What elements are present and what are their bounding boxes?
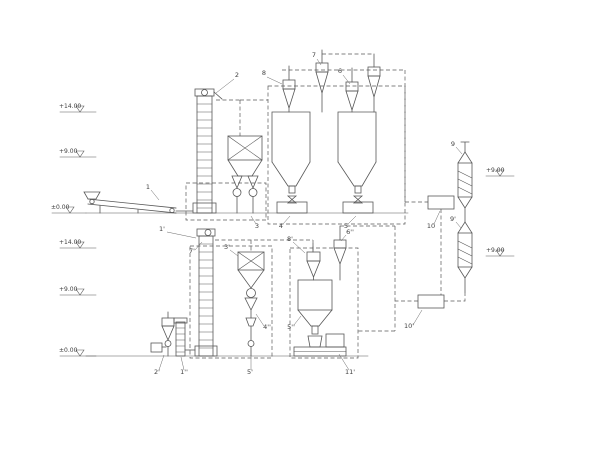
control-box-lower	[417, 294, 445, 309]
elevation-markers	[51, 105, 515, 357]
equipment-label: 5''	[287, 323, 295, 331]
elevation-label: ±0.00	[59, 347, 78, 354]
bag-icon	[307, 335, 323, 348]
equipment-leader-lines	[150, 58, 463, 371]
elevation-label: ±0.00	[51, 204, 70, 211]
storage-bin-b	[337, 111, 377, 214]
valve-icon	[286, 195, 298, 204]
equipment-label: 9	[451, 140, 455, 148]
elevation-labels: +14.00 +9.00 ±0.00 +14.00 +9.00 ±0.00 +9…	[51, 103, 505, 354]
equipment-label: 6''	[346, 228, 354, 236]
equipment-labels: 1 2 8 7 6 3 4 5 9 9' 10 10' 1' 7' 3' 8' …	[146, 51, 456, 376]
vessel-upper	[457, 141, 473, 223]
elevation-label: +9.00	[59, 148, 78, 155]
cleaner-lower	[237, 251, 265, 357]
equipment-label: 8	[262, 69, 266, 77]
equipment-label: 5'	[247, 368, 253, 376]
bagging-enclosure	[289, 247, 359, 359]
equipment-label: 11'	[345, 368, 355, 376]
storage-bin-a	[271, 111, 311, 214]
equipment-label: 7'	[189, 247, 195, 255]
lower-enclosure	[189, 245, 273, 359]
equipment-label: 1'	[159, 225, 165, 233]
equipment-label: 3	[255, 222, 259, 230]
equipment-label: 9'	[450, 215, 456, 223]
equipment-label: 4	[279, 222, 283, 230]
equipment-label: 8'	[287, 235, 293, 243]
equipment-label: 3'	[224, 243, 230, 251]
aux-cyclone-group	[150, 311, 196, 357]
bucket-elevator-upper	[192, 88, 223, 214]
bin-room-enclosure	[267, 85, 406, 225]
bucket-elevator-lower	[194, 228, 218, 357]
equipment-label: 1	[146, 183, 150, 191]
equipment-label: 6	[338, 67, 342, 75]
elevation-label: +9.00	[486, 167, 505, 174]
control-box-upper	[427, 195, 455, 210]
level-triangle-icon	[65, 105, 505, 357]
cyclone-filters	[282, 49, 381, 113]
valve-icon	[352, 195, 364, 204]
sieve-separator	[227, 135, 263, 214]
equipment-label: 2	[235, 71, 239, 79]
bagging-group	[293, 225, 347, 357]
belt-conveyor	[83, 191, 194, 214]
boot-enclosure	[185, 182, 267, 221]
equipment-label: 7	[312, 51, 316, 59]
elevation-label: +14.00	[59, 239, 81, 246]
vessel-lower	[457, 221, 473, 293]
equipment-label: 5	[344, 222, 348, 230]
equipment-label: 10	[427, 222, 435, 230]
equipment-label: 4''	[263, 323, 271, 331]
elevation-label: +14.00	[59, 103, 81, 110]
equipment-label: 10'	[404, 322, 414, 330]
elevation-label: +9.00	[59, 286, 78, 293]
equipment-label: 2'	[154, 368, 160, 376]
dashed-connections	[185, 53, 466, 359]
elevation-label: +9.00	[486, 247, 505, 254]
equipment-label: 1''	[180, 368, 188, 376]
